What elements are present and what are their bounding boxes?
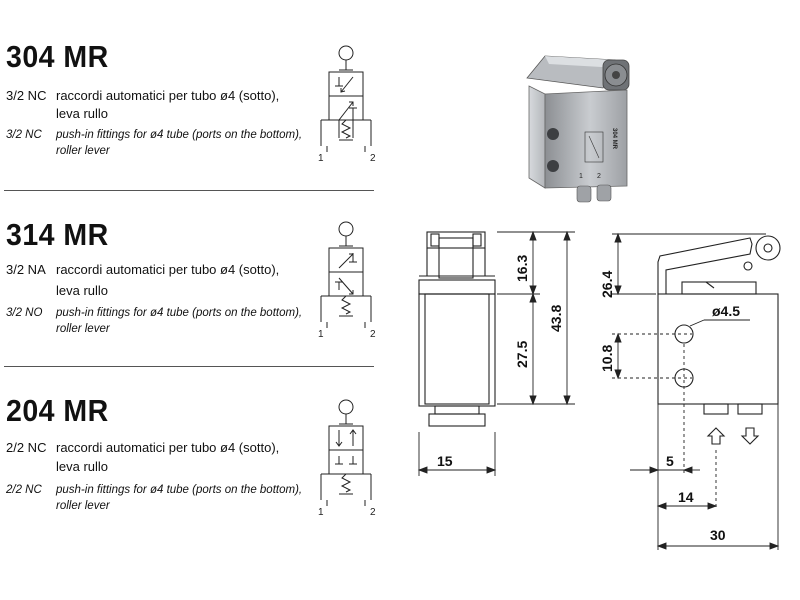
port-label-2: 2 [370,153,376,164]
dim-front-lever: 26.4 [599,271,615,298]
dim-front-port-dia: ø4.5 [712,303,740,319]
description-en-line1: push-in fittings for ø4 tube (ports on t… [56,129,303,141]
photo-port-2: 2 [597,173,601,180]
valve-code-en: 2/2 NC [6,484,42,496]
model-title-314mr: 314 MR [6,217,109,252]
port-label-2: 2 [370,507,376,518]
port-label-2: 2 [370,329,376,340]
front-view-drawing: 26.4 10.8 ø4.5 5 14 30 [599,232,781,550]
product-photo: 304 MR 1 2 [526,55,630,203]
valve-symbol-204mr [320,399,372,506]
valve-code-it: 3/2 NA [6,262,46,277]
dim-front-offset-14: 14 [678,489,694,505]
valve-code-en: 3/2 NC [6,129,42,141]
description-it-line2: leva rullo [56,283,109,298]
description-en-line2: roller lever [56,145,110,157]
valve-symbol-314mr [320,221,372,328]
description-en-line2: roller lever [56,323,110,335]
dim-front-pitch: 10.8 [599,345,615,372]
model-title-204mr: 204 MR [6,393,109,428]
description-it-line1: raccordi automatici per tubo ø4 (sotto), [56,262,280,277]
valve-code-it: 2/2 NC [6,440,47,455]
description-it-line1: raccordi automatici per tubo ø4 (sotto), [56,440,280,455]
photo-port-1: 1 [579,173,583,180]
dim-side-total: 43.8 [548,305,564,332]
side-view-drawing: 16.3 27.5 43.8 15 [417,230,575,476]
description-en-line1: push-in fittings for ø4 tube (ports on t… [56,307,303,319]
dim-side-bottom: 27.5 [514,341,530,368]
port-label-1: 1 [318,329,324,340]
valve-code-en: 3/2 NO [6,307,43,319]
description-it-line2: leva rullo [56,106,109,121]
dim-front-width: 30 [710,527,726,543]
photo-body-label: 304 MR [611,128,617,150]
valve-code-it: 3/2 NC [6,88,47,103]
separator [4,366,374,367]
model-title-304mr: 304 MR [6,39,109,74]
description-it-line1: raccordi automatici per tubo ø4 (sotto), [56,88,280,103]
description-it-line2: leva rullo [56,459,109,474]
dim-side-width: 15 [437,453,453,469]
port-label-1: 1 [318,153,324,164]
dim-side-top: 16.3 [514,255,530,282]
valve-symbol-304mr [320,45,372,152]
separator [4,190,374,191]
description-en-line2: roller lever [56,500,110,512]
description-en-line1: push-in fittings for ø4 tube (ports on t… [56,484,303,496]
port-label-1: 1 [318,507,324,518]
dim-front-offset-5: 5 [666,453,674,469]
